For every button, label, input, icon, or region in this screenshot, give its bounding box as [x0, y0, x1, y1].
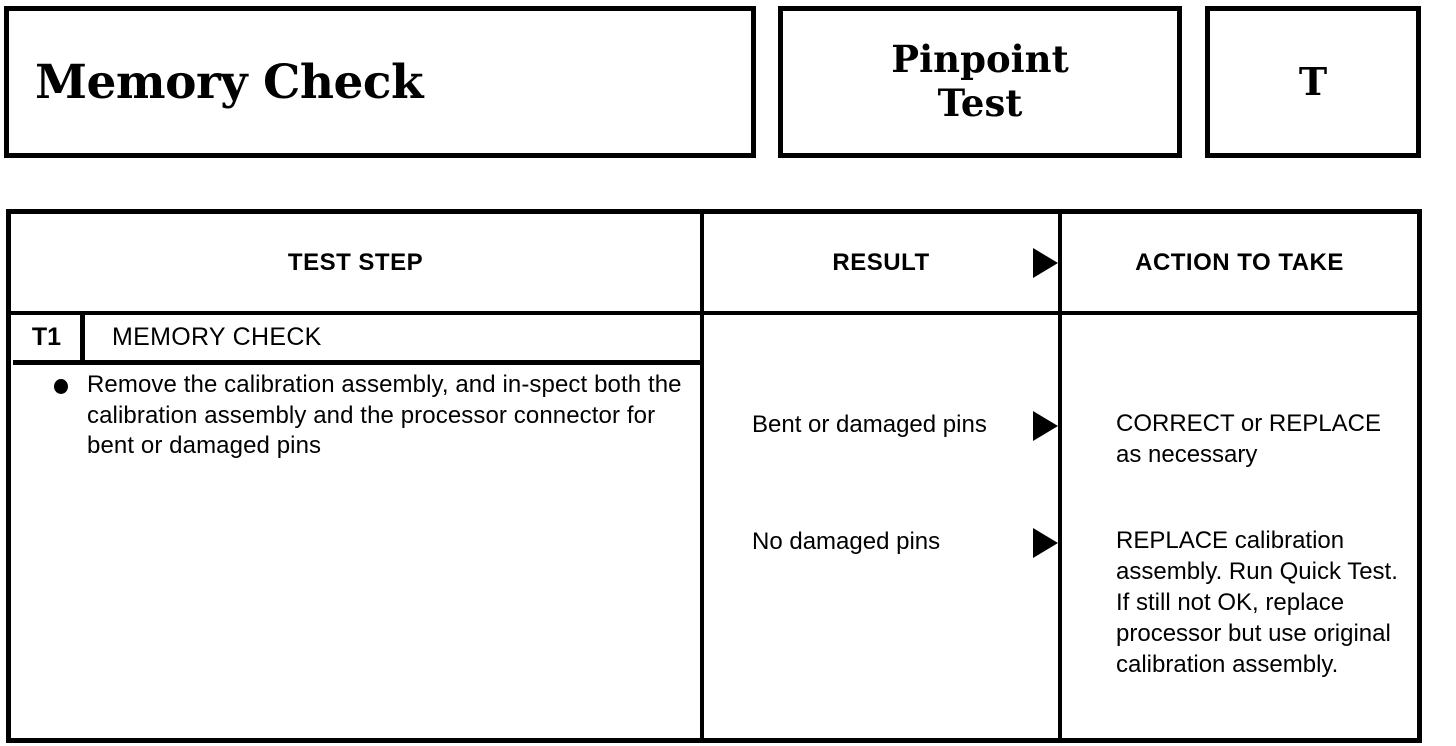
action-column-body: CORRECT or REPLACE as necessary REPLACE … [1062, 370, 1417, 744]
step-name-label: MEMORY CHECK [85, 315, 700, 365]
result-entry: No damaged pins [704, 526, 1058, 558]
right-triangle-icon [1033, 248, 1058, 278]
result-entry-text: No damaged pins [752, 528, 941, 555]
pinpoint-line-2: Test [937, 81, 1023, 125]
action-entry: CORRECT or REPLACE as necessary [1116, 410, 1381, 468]
title-box: Memory Check [4, 6, 756, 158]
test-step-body: Remove the calibration assembly, and in-… [11, 370, 700, 462]
column-header-result-label: RESULT [832, 248, 930, 276]
step-title-row: T1 MEMORY CHECK [13, 315, 700, 365]
pinpoint-test-box: Pinpoint Test [778, 6, 1182, 158]
result-column-body: Bent or damaged pins No damaged pins [704, 370, 1058, 744]
document-header: Memory Check Pinpoint Test T [0, 0, 1456, 170]
page-title: Memory Check [35, 54, 424, 110]
column-divider-result-action [1058, 214, 1062, 738]
test-step-bullet: Remove the calibration assembly, and in-… [11, 370, 700, 462]
column-header-result: RESULT [704, 214, 1058, 311]
test-code-label: T [1298, 59, 1328, 104]
column-header-action-to-take: ACTION TO TAKE [1135, 248, 1344, 276]
step-id-badge: T1 [13, 315, 85, 365]
table-header-row: TEST STEP RESULT ACTION TO TAKE [11, 214, 1417, 311]
pinpoint-test-table: TEST STEP RESULT ACTION TO TAKE T1 MEMOR… [6, 209, 1422, 743]
column-header-test-step: TEST STEP [287, 248, 424, 276]
result-entry-text: Bent or damaged pins [752, 411, 987, 438]
result-entry: Bent or damaged pins [704, 409, 1058, 441]
pinpoint-line-1: Pinpoint [891, 37, 1069, 82]
test-step-bullet-text: Remove the calibration assembly, and in-… [87, 371, 682, 460]
test-code-box: T [1205, 6, 1421, 158]
action-entry: REPLACE calibration assembly. Run Quick … [1116, 527, 1398, 678]
header-rule [11, 311, 1417, 315]
bullet-dot-icon [54, 379, 68, 394]
right-triangle-icon [1033, 411, 1058, 441]
column-divider-test-result [700, 214, 704, 738]
right-triangle-icon [1033, 528, 1058, 558]
pinpoint-test-label: Pinpoint Test [891, 38, 1068, 125]
